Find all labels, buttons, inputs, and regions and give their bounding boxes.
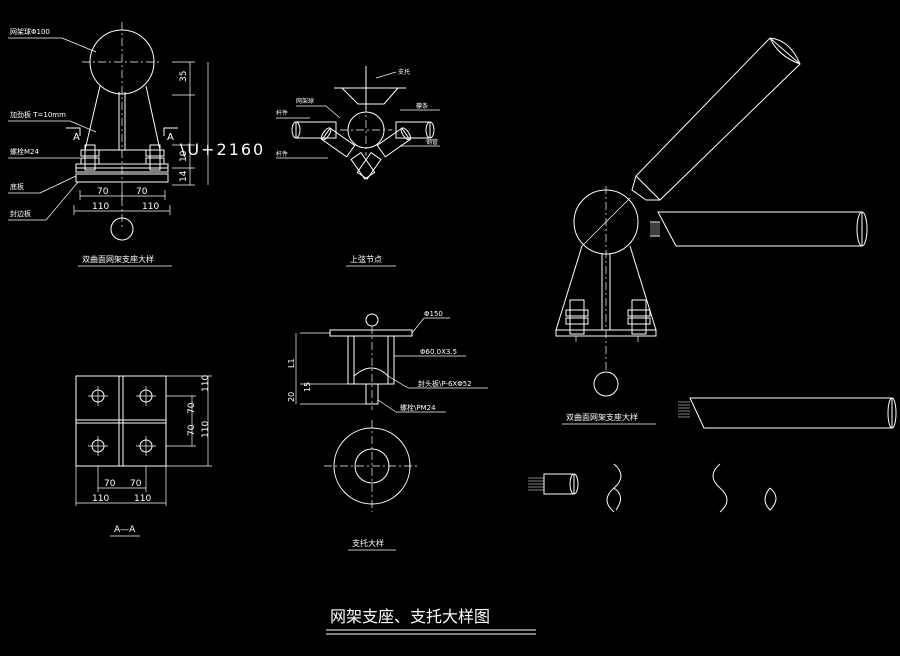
label-rib: 加劲板 T=10mm — [10, 110, 66, 119]
dim-side-3: 14 — [179, 170, 189, 182]
title-block: 网架支座、支托大样图 — [326, 607, 536, 635]
dim-side-2: 10 — [179, 150, 189, 162]
bracket-label-2: Φ60.0X3.5 — [420, 348, 457, 356]
bracket-dim-1: L1 — [287, 358, 296, 368]
node-label-1: 支托 — [398, 68, 410, 76]
bracket-label-1: Φ150 — [424, 310, 443, 318]
drawing-title: 网架支座、支托大样图 — [330, 607, 490, 626]
bracket-label-4: 螺栓\PM24 — [400, 403, 436, 412]
caption-top-node: 上弦节点 — [350, 254, 382, 264]
support-detail-view: A A 网架球Φ100 加劲板 T=10mm 螺栓M24 底板 封边板 70 7… — [8, 22, 265, 267]
node-label-6: 杆件 — [276, 150, 288, 158]
aa-dim-r4: 110 — [201, 421, 211, 438]
node-label-4: 杆件 — [276, 109, 288, 117]
dim-bottom-1: 110 — [92, 202, 109, 212]
caption-plan-aa: A—A — [114, 525, 136, 535]
aa-dim-b1: 70 — [104, 479, 116, 489]
aa-dim-b2: 70 — [130, 479, 142, 489]
dim-top-2: 70 — [136, 187, 148, 197]
aa-dim-b4: 110 — [134, 494, 151, 504]
node-label-3: 网架球 — [296, 97, 314, 105]
section-mark-right: A — [167, 132, 174, 143]
label-bolt: 螺栓M24 — [10, 147, 39, 156]
label-base: 底板 — [10, 182, 24, 191]
dim-top-1: 70 — [97, 187, 109, 197]
node-label-5: 钢管 — [426, 138, 438, 146]
stray-text: \U+2160 — [180, 140, 265, 159]
bolt-holes — [88, 386, 156, 456]
bracket-label-3: 封头板\P-6XΦ52 — [418, 379, 472, 388]
caption-support-detail: 双曲面网架支座大样 — [82, 254, 154, 264]
plan-aa-view: 70 70 110 110 70 70 110 110 A—A — [75, 375, 212, 537]
dim-side-1: 35 — [179, 71, 189, 82]
bracket-dim-3: 15 — [303, 382, 312, 392]
bracket-detail-view: L1 20 15 Φ150 Φ60.0X3.5 封头板\P-6XΦ52 螺栓\P… — [287, 310, 488, 551]
caption-support-iso: 双曲面网架支座大样 — [566, 412, 638, 422]
aa-dim-r2: 70 — [187, 424, 197, 436]
support-iso-view: 双曲面网架支座大样 — [555, 37, 868, 425]
aa-dim-b3: 110 — [92, 494, 109, 504]
caption-bracket: 支托大样 — [352, 538, 384, 548]
bracket-dim-2: 20 — [287, 392, 296, 402]
break-mark-fragments — [528, 397, 897, 513]
top-node-view: 支托 檩条 网架球 杆件 钢管 杆件 上弦节点 — [276, 66, 440, 267]
label-pad: 封边板 — [10, 209, 31, 218]
aa-dim-r1: 70 — [187, 402, 197, 414]
section-mark-left: A — [73, 132, 80, 143]
dim-bottom-2: 110 — [142, 202, 159, 212]
node-label-2: 檩条 — [416, 102, 428, 110]
aa-dim-r3: 110 — [201, 375, 211, 392]
label-ball: 网架球Φ100 — [10, 27, 50, 36]
